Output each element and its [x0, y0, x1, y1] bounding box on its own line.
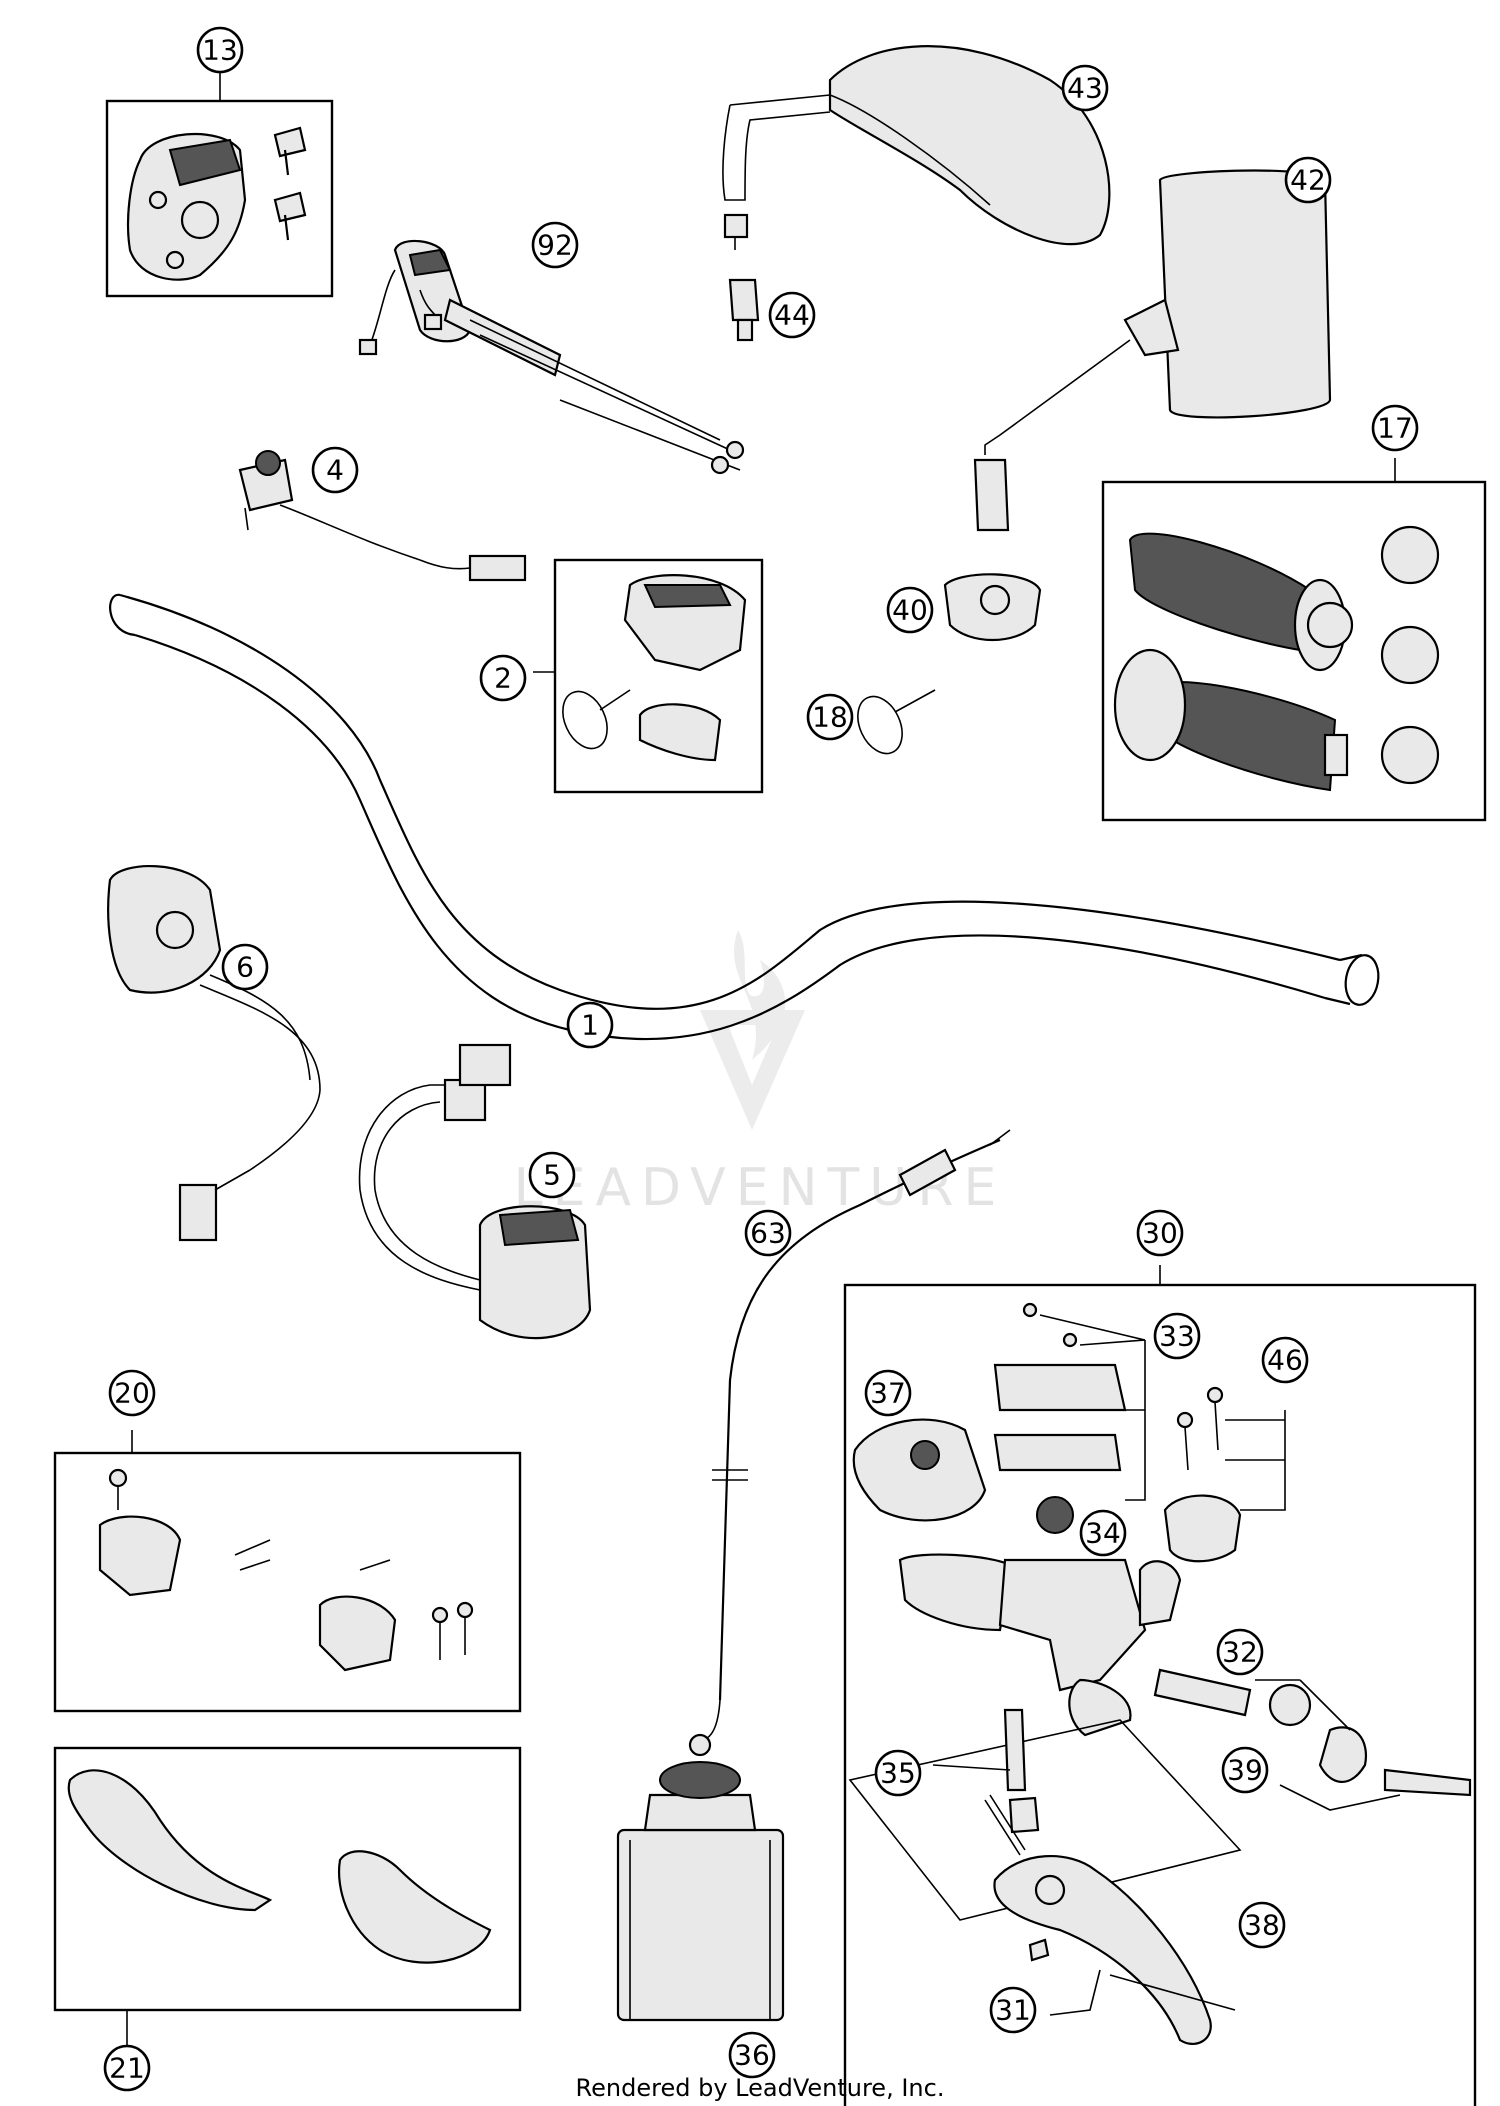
- svg-text:4: 4: [326, 454, 344, 487]
- callout-4: 4: [311, 446, 359, 494]
- callout-5: 5: [528, 1151, 576, 1199]
- box-20: [53, 1451, 522, 1713]
- callout-20: 20: [108, 1369, 156, 1417]
- callout-18: 18: [806, 693, 854, 741]
- svg-text:43: 43: [1067, 72, 1103, 105]
- callout-34: 34: [1079, 1509, 1127, 1557]
- watermark-flame-icon: [734, 930, 786, 1060]
- svg-text:1: 1: [581, 1009, 599, 1042]
- part-18-cable-tie: [857, 689, 936, 755]
- callout-17: 17: [1371, 404, 1419, 452]
- svg-text:31: 31: [995, 1994, 1031, 2027]
- callout-92: 92: [531, 221, 579, 269]
- callout-21: 21: [103, 2044, 151, 2092]
- part-43-mirror: [722, 45, 1111, 250]
- box-21: [53, 1746, 522, 2012]
- callout-32: 32: [1216, 1628, 1264, 1676]
- footer-credit: Rendered by LeadVenture, Inc.: [576, 2074, 945, 2102]
- leader-lines: [126, 72, 1401, 2045]
- svg-text:18: 18: [812, 701, 848, 734]
- callout-42: 42: [1284, 156, 1332, 204]
- callout-13: 13: [196, 26, 244, 74]
- part-4-switch: [238, 450, 527, 582]
- callout-6: 6: [221, 943, 269, 991]
- svg-text:30: 30: [1142, 1217, 1178, 1250]
- part-13-switch-housing: [126, 126, 307, 281]
- part-2-cover-kit: [562, 574, 747, 762]
- callout-44: 44: [768, 291, 816, 339]
- part-63-cable: [688, 1129, 1011, 1757]
- part-44-adapter: [728, 278, 760, 342]
- callout-31: 31: [989, 1986, 1037, 2034]
- part-5-switch: [358, 1043, 592, 1340]
- box-2: [553, 558, 764, 794]
- part-46-clamp: [1163, 1386, 1242, 1563]
- svg-text:32: 32: [1222, 1636, 1258, 1669]
- callouts: 13 43 42 92 44 4 17 40 2 18 6 1 5 63 30 …: [103, 26, 1419, 2092]
- part-42-mirror: [973, 169, 1332, 532]
- svg-text:34: 34: [1085, 1517, 1121, 1550]
- callout-37: 37: [864, 1369, 912, 1417]
- watermark-v-icon: [700, 1010, 805, 1130]
- svg-text:33: 33: [1159, 1320, 1195, 1353]
- callout-39: 39: [1221, 1746, 1269, 1794]
- part-6-switch: [107, 865, 321, 1242]
- svg-text:5: 5: [543, 1159, 561, 1192]
- callout-30: 30: [1136, 1209, 1184, 1257]
- callout-1: 1: [566, 1001, 614, 1049]
- callout-2: 2: [479, 654, 527, 702]
- callout-43: 43: [1061, 64, 1109, 112]
- svg-text:38: 38: [1244, 1909, 1280, 1942]
- svg-text:40: 40: [892, 594, 928, 627]
- svg-text:21: 21: [109, 2052, 145, 2085]
- callout-36: 36: [728, 2031, 776, 2079]
- svg-text:63: 63: [750, 1217, 786, 1250]
- svg-text:20: 20: [114, 1377, 150, 1410]
- callout-38: 38: [1238, 1901, 1286, 1949]
- part-40-clamp: [943, 573, 1042, 641]
- svg-text:35: 35: [880, 1757, 916, 1790]
- callout-63: 63: [744, 1209, 792, 1257]
- svg-text:36: 36: [734, 2039, 770, 2072]
- callout-46: 46: [1261, 1336, 1309, 1384]
- part-21-handguards: [67, 1769, 492, 1964]
- part-37-cover: [852, 1418, 987, 1522]
- part-20-mount-kit: [98, 1468, 474, 1672]
- svg-text:42: 42: [1290, 164, 1326, 197]
- svg-text:17: 17: [1377, 412, 1413, 445]
- handlebar: [109, 593, 1380, 1041]
- part-36-brake-fluid: [616, 1761, 785, 2022]
- part-17-grips: [1113, 525, 1440, 792]
- svg-text:92: 92: [537, 229, 573, 262]
- svg-text:46: 46: [1267, 1344, 1303, 1377]
- svg-text:37: 37: [870, 1377, 906, 1410]
- part-30-master-cylinder: [898, 1302, 1472, 1797]
- part-31-lever: [848, 1708, 1242, 2046]
- svg-text:13: 13: [202, 34, 238, 67]
- callout-35: 35: [874, 1749, 922, 1797]
- part-92-throttle: [358, 239, 745, 475]
- callout-33: 33: [1153, 1312, 1201, 1360]
- svg-text:2: 2: [494, 662, 512, 695]
- callout-40: 40: [886, 586, 934, 634]
- svg-text:44: 44: [774, 299, 810, 332]
- svg-text:39: 39: [1227, 1754, 1263, 1787]
- svg-text:6: 6: [236, 951, 254, 984]
- box-17: [1101, 480, 1487, 822]
